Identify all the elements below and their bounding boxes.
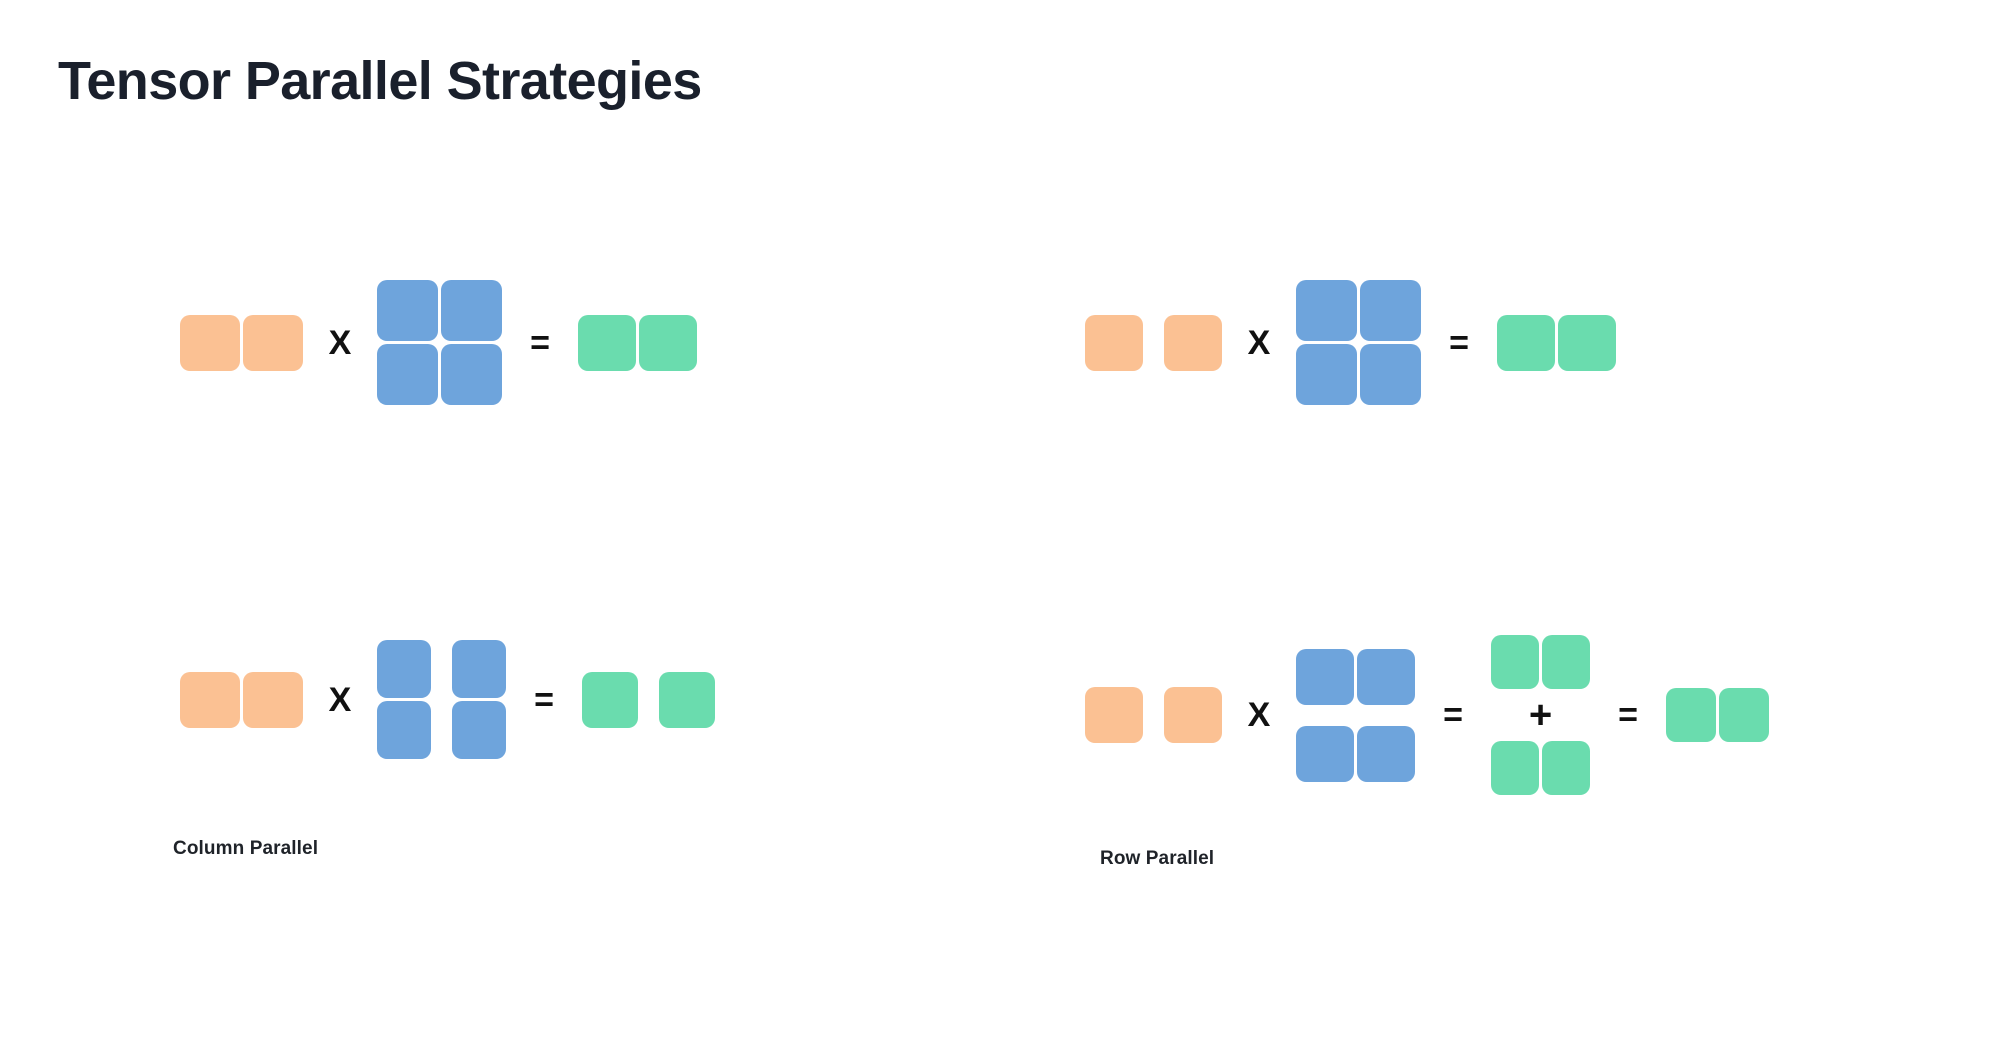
output-activation — [578, 314, 697, 371]
multiply-operator: X — [328, 323, 352, 362]
matrix-cell — [1085, 314, 1143, 371]
multiply-operator: X — [328, 680, 352, 719]
matrix-cell — [1357, 648, 1415, 705]
equals-operator: = — [530, 323, 550, 362]
page-title: Tensor Parallel Strategies — [58, 51, 702, 111]
equation-row: X = — [1085, 280, 1616, 405]
weight-matrix — [1296, 280, 1421, 405]
matrix-row — [1085, 687, 1222, 743]
matrix-cell — [1542, 635, 1590, 689]
matrix-cell — [639, 314, 697, 371]
matrix-cell — [243, 671, 303, 728]
matrix-cell — [441, 280, 502, 341]
matrix-row — [1491, 635, 1590, 689]
matrix-row — [1296, 725, 1415, 782]
matrix-cell — [377, 701, 431, 759]
matrix-cell — [441, 344, 502, 405]
matrix-row — [582, 671, 715, 728]
input-activation — [180, 314, 303, 371]
diagram-column-parallel-unsharded: X = — [180, 280, 697, 405]
matrix-row — [1296, 648, 1415, 705]
equation-row: X = — [180, 640, 715, 759]
matrix-cell — [180, 671, 240, 728]
weight-matrix-row-sharded — [1296, 648, 1415, 782]
equals-operator: = — [1449, 323, 1469, 362]
matrix-cell — [1542, 741, 1590, 795]
matrix-cell — [1666, 688, 1716, 742]
caption-column-parallel: Column Parallel — [173, 838, 319, 859]
matrix-row — [1666, 688, 1769, 742]
matrix-row — [377, 344, 502, 405]
matrix-row — [180, 671, 303, 728]
matrix-row — [1491, 741, 1590, 795]
diagram-row-parallel-unsharded: X = — [1085, 280, 1616, 405]
matrix-cell — [243, 314, 303, 371]
matrix-cell — [1360, 344, 1421, 405]
weight-matrix-column-sharded — [377, 640, 506, 759]
input-activation — [1085, 314, 1222, 371]
matrix-cell — [180, 314, 240, 371]
matrix-row — [1296, 280, 1421, 341]
matrix-cell — [1296, 344, 1357, 405]
matrix-cell — [1558, 314, 1616, 371]
output-activation-column-sharded — [582, 671, 715, 728]
weight-matrix — [377, 280, 502, 405]
plus-operator: + — [1528, 693, 1553, 737]
matrix-cell — [452, 640, 506, 698]
matrix-cell — [1497, 314, 1555, 371]
matrix-row — [1085, 314, 1222, 371]
partial-sum-stack: + — [1491, 635, 1590, 795]
diagram-column-parallel-sharded: X = — [180, 640, 715, 759]
input-activation-row-sharded — [1085, 687, 1222, 743]
matrix-row — [377, 640, 506, 698]
partial-sum-shard-0 — [1491, 635, 1590, 689]
equation-row: X = + — [1085, 635, 1769, 795]
matrix-cell — [1296, 725, 1354, 782]
matrix-cell — [1164, 314, 1222, 371]
equals-operator: = — [534, 680, 554, 719]
matrix-cell — [1296, 648, 1354, 705]
matrix-row — [578, 314, 697, 371]
matrix-cell — [578, 314, 636, 371]
matrix-cell — [1491, 635, 1539, 689]
output-activation — [1497, 314, 1616, 371]
multiply-operator: X — [1247, 696, 1271, 734]
multiply-operator: X — [1247, 323, 1271, 362]
matrix-cell — [1164, 687, 1222, 743]
output-activation-reduced — [1666, 688, 1769, 742]
matrix-cell — [377, 280, 438, 341]
equals-operator: = — [1618, 696, 1638, 734]
matrix-cell — [659, 671, 715, 728]
matrix-row — [377, 701, 506, 759]
matrix-cell — [1491, 741, 1539, 795]
partial-sum-shard-1 — [1491, 741, 1590, 795]
matrix-row — [1296, 344, 1421, 405]
matrix-row — [377, 280, 502, 341]
equation-row: X = — [180, 280, 697, 405]
matrix-cell — [1719, 688, 1769, 742]
matrix-cell — [377, 344, 438, 405]
matrix-row — [180, 314, 303, 371]
matrix-cell — [1357, 725, 1415, 782]
matrix-cell — [1296, 280, 1357, 341]
matrix-cell — [1360, 280, 1421, 341]
diagram-row-parallel-sharded: X = + — [1085, 635, 1769, 795]
matrix-cell — [582, 671, 638, 728]
matrix-row — [1497, 314, 1616, 371]
matrix-cell — [1085, 687, 1143, 743]
equals-operator: = — [1443, 696, 1463, 734]
matrix-cell — [377, 640, 431, 698]
input-activation — [180, 671, 303, 728]
matrix-cell — [452, 701, 506, 759]
caption-row-parallel: Row Parallel — [1100, 848, 1215, 869]
